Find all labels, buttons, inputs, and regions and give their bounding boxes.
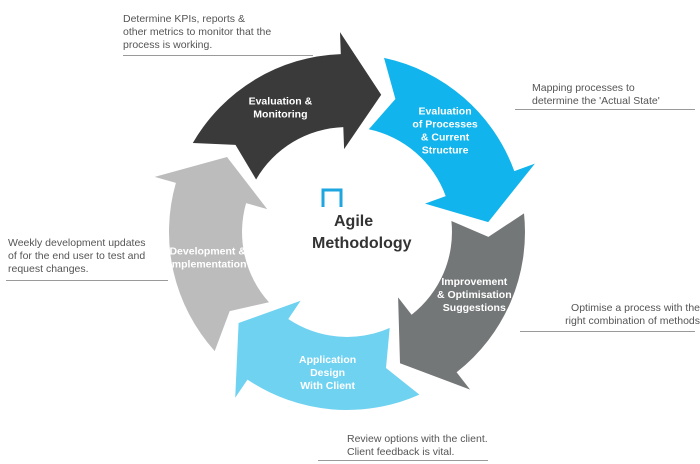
note-weekly: Weekly development updates of for the en… (8, 237, 146, 275)
segment-label-line: Structure (422, 145, 469, 157)
note-kpi-line (123, 55, 313, 56)
agile-logo-icon (321, 188, 343, 207)
note-mapping: Mapping processes to determine the 'Actu… (532, 82, 660, 107)
segment-label-line: Suggestions (443, 302, 506, 314)
segment-label-line: Design (310, 367, 345, 379)
segment-label-line: Monitoring (253, 109, 307, 121)
arrow-evaluation-monitoring (192, 32, 382, 180)
title-line-agile: Agile (334, 213, 373, 230)
segment-label-line: Evaluation & (249, 96, 313, 108)
note-weekly-line (6, 280, 168, 281)
arrow-development (154, 157, 269, 352)
note-mapping-line (515, 109, 695, 110)
segment-label-line: Application (299, 354, 356, 366)
segment-label-line: With Client (300, 380, 355, 392)
note-review-line (318, 460, 488, 461)
segment-label-line: & Current (421, 132, 470, 144)
arrow-improvement (398, 213, 525, 390)
segment-label-line: of Processes (412, 119, 478, 131)
title-line-methodology: Methodology (312, 235, 412, 252)
segment-label-line: Improvement (441, 276, 507, 288)
segment-label-line: Development & (169, 245, 246, 257)
arrow-application-design (235, 300, 420, 410)
note-review: Review options with the client. Client f… (347, 433, 488, 458)
label-evaluation-monitoring: Evaluation &Monitoring (249, 96, 313, 121)
note-optimise-line (520, 331, 695, 332)
note-kpi: Determine KPIs, reports & other metrics … (123, 13, 272, 51)
segment-label-line: & Optimisation (437, 289, 512, 301)
segment-label-line: Implementation (169, 258, 247, 270)
label-development: Development &Implementation (169, 245, 247, 270)
segment-label-line: Evaluation (419, 106, 472, 118)
arrow-evaluation-processes (368, 57, 535, 223)
note-optimise: Optimise a process with the right combin… (565, 302, 700, 327)
